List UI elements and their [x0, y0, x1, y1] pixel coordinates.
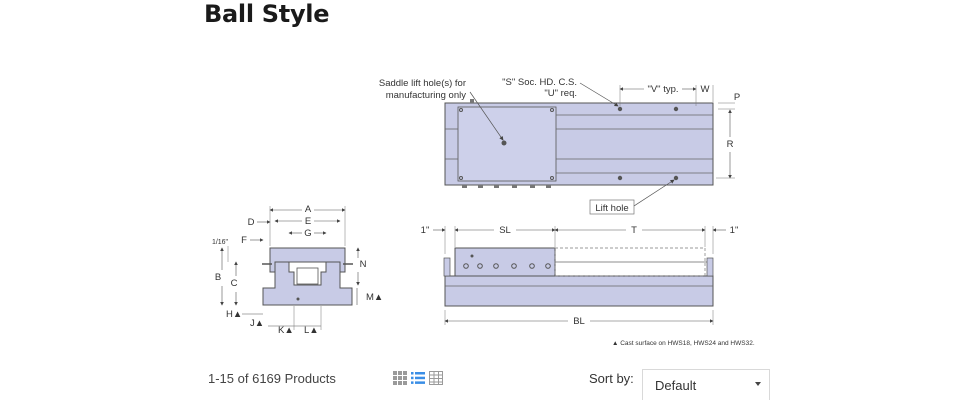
lift-hole-callout-box	[589, 199, 635, 215]
dim-p: P	[734, 92, 740, 103]
end-dim-d: D	[248, 217, 255, 228]
grid-view-icon[interactable]	[393, 371, 407, 385]
caret-down-icon	[755, 382, 761, 386]
sort-label: Sort by:	[589, 371, 634, 386]
dim-w: W	[701, 84, 710, 95]
view-toggle-group	[393, 371, 443, 385]
callout-socket-line1: "S" Soc. HD. C.S.	[502, 77, 577, 88]
end-view	[262, 247, 353, 306]
end-dim-a: A	[305, 204, 312, 215]
result-count: 1-15 of 6169 Products	[208, 371, 336, 386]
lift-hole-label: Lift hole	[595, 203, 628, 214]
sort-selected-value: Default	[655, 377, 697, 393]
end-dim-b: B	[215, 272, 221, 283]
end-dim-k: K▲	[278, 325, 294, 336]
page-title: Ball Style	[204, 0, 330, 28]
top-view	[444, 99, 714, 188]
end-dim-j: J▲	[250, 318, 264, 329]
table-view-icon[interactable]	[429, 371, 443, 385]
list-view-icon[interactable]	[411, 371, 425, 385]
end-dim-m: M▲	[366, 292, 383, 303]
callout-saddle-line1: Saddle lift hole(s) for	[379, 78, 466, 89]
dim-1in-left: 1"	[421, 225, 430, 236]
dim-v: "V" typ.	[647, 84, 678, 95]
dim-bl: BL	[573, 316, 585, 327]
dim-1in-right: 1"	[730, 225, 739, 236]
end-dim-f: F	[241, 235, 247, 246]
callout-socket-line2: "U" req.	[544, 88, 577, 99]
dim-sl: SL	[499, 225, 511, 236]
side-view	[443, 247, 714, 307]
dim-r: R	[727, 139, 734, 150]
end-dim-l: L▲	[304, 325, 319, 336]
dim-t: T	[631, 225, 637, 236]
end-dim-n: N	[360, 259, 367, 270]
end-dim-g: G	[304, 228, 311, 239]
end-dim-fraction: 1/16"	[212, 239, 229, 246]
cast-surface-note: ▲ Cast surface on HWS18, HWS24 and HWS32…	[612, 340, 755, 347]
end-dim-e: E	[305, 216, 311, 227]
technical-drawing: Saddle lift hole(s) for manufacturing on…	[212, 77, 755, 347]
sort-select[interactable]: Default	[642, 369, 770, 400]
end-dim-h: H▲	[226, 309, 242, 320]
callout-saddle-line2: manufacturing only	[386, 90, 467, 101]
end-dim-c: C	[231, 278, 238, 289]
